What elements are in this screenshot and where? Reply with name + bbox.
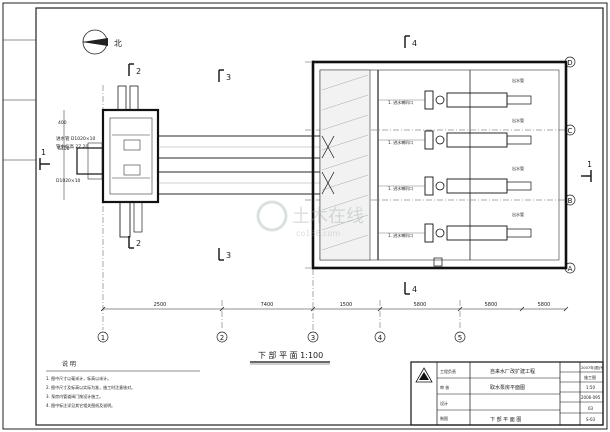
tb-row-3: 设计 xyxy=(440,400,448,406)
dim-bottom-2: 7400 xyxy=(261,302,274,308)
flow-arrow-right-label: 1 xyxy=(587,160,592,169)
dim-left-1: 400 xyxy=(58,120,67,126)
inlet-well xyxy=(76,85,160,238)
left-dimensions: 400 6400 xyxy=(58,110,70,200)
section-mark-3-top: 3 xyxy=(218,69,231,82)
section-mark-3-bottom: 3 xyxy=(218,248,231,261)
pump-label-1: 1. 进水喇叭口 xyxy=(388,99,413,105)
axis-row-a: A xyxy=(568,265,573,273)
bottom-dimensions: 2500 7400 1500 5800 5800 5800 xyxy=(100,302,569,312)
notes-heading: 说 明 xyxy=(62,360,76,368)
section-4-label-top: 4 xyxy=(412,39,417,48)
note-line-4: 4. 图中标注详见其它相关图纸及说明。 xyxy=(46,402,115,408)
left-notes: 进水管 D1020×10 管中标高 27.20 D1020×10 xyxy=(56,135,95,184)
watermark-sub: co188.com xyxy=(296,229,340,238)
plan-title: 下 部 平 面 1:100 xyxy=(250,350,330,365)
axis-row-d: D xyxy=(567,59,572,67)
flow-arrow-left-label: 1 xyxy=(41,148,46,157)
pipe-label-4: 出水管 xyxy=(512,211,524,217)
note-line-3: 3. 泵房内管道阀门按设计施工。 xyxy=(46,393,103,399)
title-block xyxy=(410,361,604,426)
axis-col-2: 2 xyxy=(220,334,224,342)
pump-label-4: 1. 进水喇叭口 xyxy=(388,232,413,238)
axis-col-5: 5 xyxy=(458,334,462,342)
tb-right-6: S-03 xyxy=(586,417,596,422)
pump-unit-4: 1. 进水喇叭口 出水管 xyxy=(378,211,532,243)
notes-block: 说 明 1. 图中尺寸以毫米计，标高以米计。 2. 图中尺寸及标高以实际为准，施… xyxy=(46,360,200,408)
margin-ticks xyxy=(3,39,36,161)
dim-bottom-6: 5800 xyxy=(538,302,551,308)
pipe-label-3: 出水管 xyxy=(512,165,524,171)
left-note-1: 进水管 D1020×10 xyxy=(56,135,95,142)
dim-bottom-1: 2500 xyxy=(154,302,167,308)
tb-row-1: 工程负责 xyxy=(440,368,456,374)
pump-unit-2: 1. 进水喇叭口 出水管 xyxy=(378,117,532,150)
section-3-label-bottom: 3 xyxy=(226,251,231,260)
flow-arrow-right: 1 xyxy=(581,160,592,182)
axis-row-b: B xyxy=(568,197,573,205)
connecting-pipes xyxy=(157,135,324,195)
row-axis-bubbles: D C B A xyxy=(564,56,576,274)
axis-col-1: 1 xyxy=(101,334,105,342)
north-label: 北 xyxy=(114,39,122,48)
pump-label-3: 1. 进水喇叭口 xyxy=(388,185,413,191)
note-line-2: 2. 图中尺寸及标高以实际为准，施工时注意核对。 xyxy=(46,384,135,390)
tb-drawing: 取水泵房平面图 xyxy=(490,384,525,391)
pump-unit-1: 1. 进水喇叭口 出水管 xyxy=(378,77,532,110)
note-line-1: 1. 图中尺寸以毫米计，标高以米计。 xyxy=(46,375,111,381)
section-mark-4-bottom: 4 xyxy=(404,282,417,295)
sump-box xyxy=(433,257,443,267)
axis-row-c: C xyxy=(568,127,573,135)
pump-label-2: 1. 进水喇叭口 xyxy=(388,139,413,145)
pipe-label-1: 出水管 xyxy=(512,77,524,83)
watermark-main: 土木在线 xyxy=(292,206,364,227)
section-2-label-bottom: 2 xyxy=(136,239,141,248)
section-2-label-top: 2 xyxy=(136,67,141,76)
col-axis-bubbles: 1 2 3 4 5 xyxy=(97,331,466,343)
tb-row-2: 审 核 xyxy=(440,384,449,390)
flow-arrow-left: 1 xyxy=(39,148,50,170)
pump-unit-3: 1. 进水喇叭口 出水管 xyxy=(378,165,532,196)
tb-right-1: 2007年(图)号 xyxy=(581,365,604,370)
dim-bottom-4: 5800 xyxy=(414,302,427,308)
tb-right-3: 1:50 xyxy=(586,385,595,390)
tb-sheet-name: 下 部 平 面 图 xyxy=(490,416,521,423)
left-note-3: D1020×10 xyxy=(56,178,81,184)
watermark: 土木在线 co188.com xyxy=(256,200,364,238)
pipe-label-2: 出水管 xyxy=(512,117,524,123)
section-4-label-bottom: 4 xyxy=(412,285,417,294)
tb-right-2: 施工图 xyxy=(584,374,596,380)
dim-left-2: 6400 xyxy=(58,146,70,152)
section-3-label-top: 3 xyxy=(226,73,231,82)
north-arrow: 北 xyxy=(82,29,122,55)
tb-project: 自来水厂改扩建工程 xyxy=(490,368,535,375)
axis-col-3: 3 xyxy=(311,334,315,342)
axis-col-4: 4 xyxy=(378,334,383,342)
section-mark-2-top: 2 xyxy=(128,63,141,76)
dim-bottom-3: 1500 xyxy=(340,302,353,308)
tb-row-4: 制图 xyxy=(440,415,448,421)
tb-right-5: 03 xyxy=(588,406,594,411)
section-mark-4-top: 4 xyxy=(404,35,417,48)
tb-right-4: 2006-095 xyxy=(581,395,601,400)
title-block-logo xyxy=(415,367,433,383)
drawing-frame xyxy=(35,7,604,426)
plan-title-text: 下 部 平 面 1:100 xyxy=(258,350,323,360)
section-mark-2-bottom: 2 xyxy=(128,236,141,249)
left-note-2: 管中标高 27.20 xyxy=(56,143,88,150)
dim-bottom-5: 5800 xyxy=(485,302,498,308)
pump-house xyxy=(311,60,568,270)
